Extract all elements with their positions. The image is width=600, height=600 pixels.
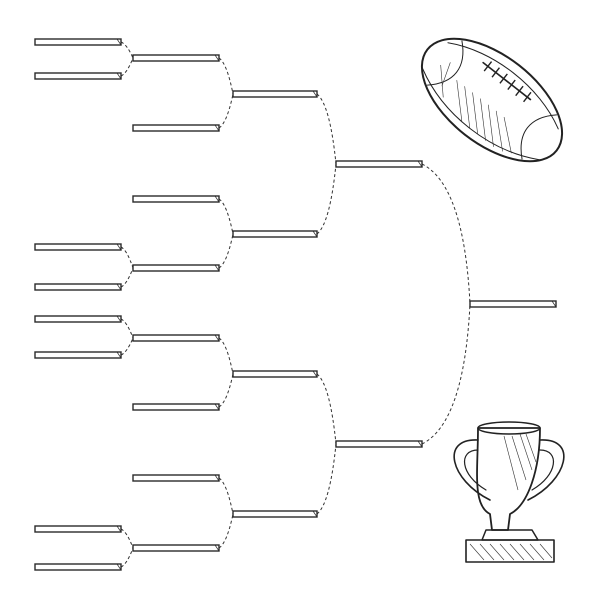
round1-slot-7[interactable] xyxy=(34,243,122,251)
round2-slot-3[interactable] xyxy=(132,195,220,203)
round1-slot-10[interactable] xyxy=(34,351,122,359)
round2-slot-7[interactable] xyxy=(132,474,220,482)
bracket-connector xyxy=(120,246,134,288)
round1-slot-9[interactable] xyxy=(34,315,122,323)
round2-slot-4[interactable] xyxy=(132,264,220,272)
bracket-connectors xyxy=(120,41,471,568)
round3-slot-4[interactable] xyxy=(232,510,318,518)
round2-slot-1[interactable] xyxy=(132,54,220,62)
round3-slot-1[interactable] xyxy=(232,90,318,98)
round1-slot-8[interactable] xyxy=(34,283,122,291)
trophy-icon xyxy=(453,421,565,563)
bracket-connector xyxy=(316,93,337,235)
football-icon xyxy=(420,37,564,163)
round2-slot-5[interactable] xyxy=(132,334,220,342)
bracket-connector xyxy=(218,57,234,129)
round1-slot-2[interactable] xyxy=(34,72,122,80)
bracket-connector xyxy=(421,163,471,445)
round1-slot-15[interactable] xyxy=(34,525,122,533)
bracket-connector xyxy=(218,477,234,549)
round2-slot-8[interactable] xyxy=(132,544,220,552)
round5-slot-1[interactable] xyxy=(469,300,557,308)
round3-slot-2[interactable] xyxy=(232,230,318,238)
bracket-connector xyxy=(120,41,134,77)
bracket-slots xyxy=(34,38,557,571)
round4-slot-2[interactable] xyxy=(335,440,423,448)
round2-slot-6[interactable] xyxy=(132,403,220,411)
round3-slot-3[interactable] xyxy=(232,370,318,378)
bracket-connector xyxy=(218,198,234,269)
bracket-connector xyxy=(316,373,337,515)
round1-slot-16[interactable] xyxy=(34,563,122,571)
bracket-connector xyxy=(218,337,234,408)
round1-slot-1[interactable] xyxy=(34,38,122,46)
bracket-connector xyxy=(120,528,134,568)
round2-slot-2[interactable] xyxy=(132,124,220,132)
bracket-connector xyxy=(120,318,134,356)
round4-slot-1[interactable] xyxy=(335,160,423,168)
